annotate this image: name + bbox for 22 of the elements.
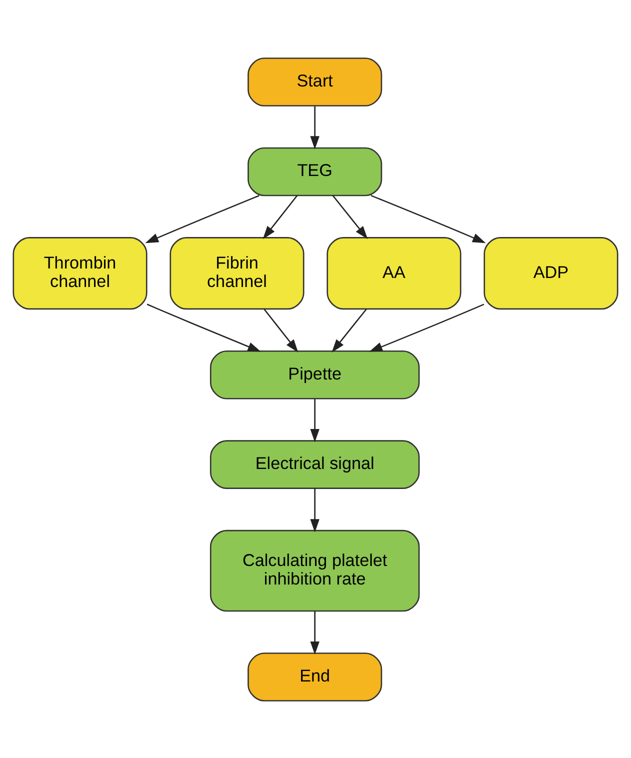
arrow: [310, 106, 320, 149]
node-box: Electrical signal: [210, 440, 420, 488]
arrow: [370, 194, 486, 243]
node-box: Pipette: [210, 350, 420, 399]
node-box: Fibrin channel: [170, 236, 304, 310]
node-box: Thrombin channel: [12, 236, 148, 310]
node-box: ADP: [484, 236, 618, 310]
node-box: Start: [248, 57, 382, 106]
arrow: [310, 610, 320, 654]
node-box: TEG: [248, 146, 382, 196]
arrow: [264, 308, 298, 352]
arrow: [310, 488, 320, 532]
arrow: [145, 194, 260, 243]
node-box: End: [248, 652, 382, 701]
arrow: [262, 194, 298, 239]
arrow: [146, 303, 261, 352]
arrow: [369, 303, 484, 352]
arrow: [332, 308, 367, 352]
arrow: [310, 398, 320, 442]
arrow: [332, 194, 368, 239]
node-box: Calculating platelet inhibition rate: [210, 529, 420, 612]
node-box: AA: [326, 236, 462, 310]
